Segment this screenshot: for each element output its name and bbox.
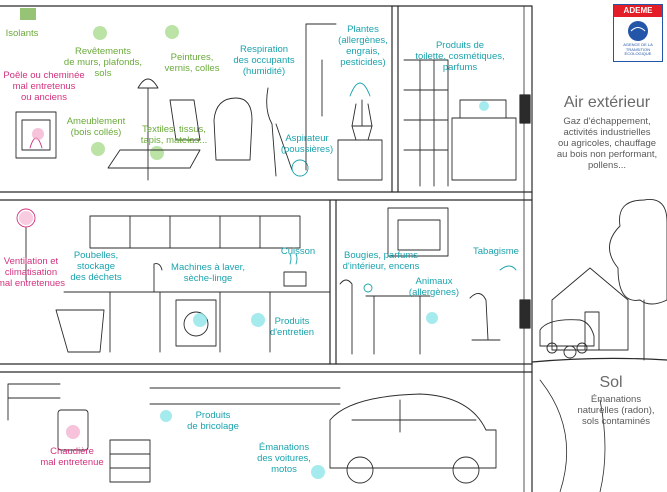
label-tabagisme: Tabagisme bbox=[473, 246, 519, 257]
dining-room bbox=[339, 207, 517, 355]
label-produits-entretien: Produits d'entretien bbox=[269, 316, 315, 338]
label-peintures: Peintures, vernis, colles bbox=[164, 52, 220, 74]
label-poele: Poêle ou cheminée mal entretenus ou anci… bbox=[3, 70, 85, 103]
house-frame bbox=[0, 5, 533, 492]
label-isolants: Isolants bbox=[5, 28, 39, 39]
air-exterieur-description: Gaz d'échappement, activités industriell… bbox=[556, 116, 658, 171]
sol-description: Émanations naturelles (radon), sols cont… bbox=[577, 394, 655, 427]
label-plantes: Plantes (allergènes, engrais, pesticides… bbox=[338, 24, 388, 68]
air-exterieur-title: Air extérieur bbox=[563, 94, 651, 111]
label-machines: Machines à laver, sèche-linge bbox=[171, 262, 245, 284]
label-voitures: Émanations des voitures, motos bbox=[257, 442, 311, 475]
label-poubelles: Poubelles, stockage des déchets bbox=[70, 250, 122, 283]
living-room bbox=[15, 8, 383, 181]
label-bricolage: Produits de bricolage bbox=[187, 410, 239, 432]
ademe-logo-tagline: AGENCE DE LA TRANSITION ÉCOLOGIQUE bbox=[623, 42, 653, 56]
label-ventilation: Ventilation et climatisation mal entrete… bbox=[0, 256, 66, 289]
label-chaudiere: Chaudière mal entretenue bbox=[40, 446, 104, 468]
label-animaux: Animaux (allergènes) bbox=[408, 276, 460, 298]
bathroom bbox=[403, 59, 517, 187]
label-revetements: Revêtements de murs, plafonds, sols bbox=[63, 46, 143, 79]
label-aspirateur: Aspirateur (poussières) bbox=[280, 133, 334, 155]
sol-title: Sol bbox=[599, 374, 623, 391]
label-textiles: Textiles, tissus, tapis, matelas... bbox=[140, 124, 208, 146]
ground-line bbox=[531, 357, 667, 363]
ademe-logo: ADEME AGENCE DE LA TRANSITION ÉCOLOGIQUE bbox=[613, 4, 663, 62]
basement bbox=[7, 383, 497, 484]
label-respiration: Respiration des occupants (humidité) bbox=[233, 44, 295, 77]
outside-scene bbox=[539, 199, 667, 361]
ademe-globe-icon bbox=[628, 21, 648, 41]
kitchen bbox=[16, 208, 331, 353]
label-ameublement: Ameublement (bois collés) bbox=[66, 116, 126, 138]
label-cuisson: Cuisson bbox=[280, 246, 316, 257]
ademe-logo-name: ADEME bbox=[614, 5, 662, 17]
label-bougies: Bougies, parfums d'intérieur, encens bbox=[342, 250, 420, 272]
label-produits-toilette: Produits de toilette, cosmétiques, parfu… bbox=[415, 40, 505, 73]
